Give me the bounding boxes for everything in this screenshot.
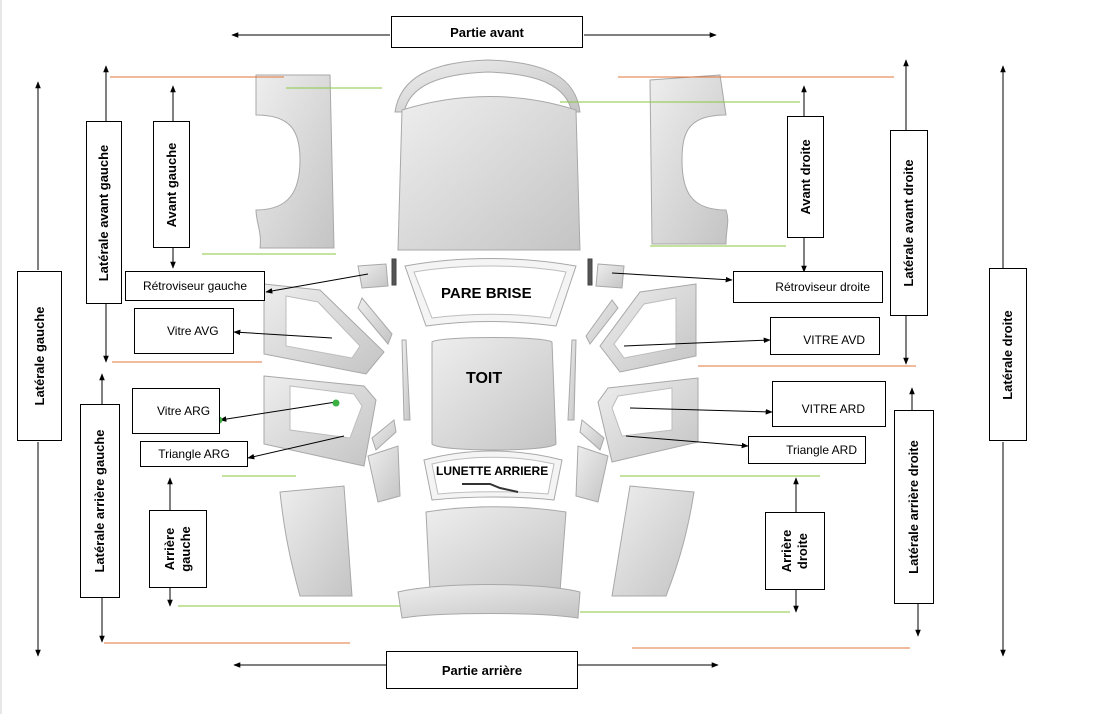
laterale-arriere-droite-box: Latérale arrière droite [894, 410, 934, 604]
car-panels [255, 59, 729, 619]
avant-droite-box: Avant droite [787, 116, 824, 238]
vitre-avd-box: VITRE AVD [770, 317, 880, 355]
arriere-droite-box: Arrière droite [765, 512, 825, 590]
rear-right-quarter-panel [611, 485, 695, 597]
laterale-avant-droite-label: Latérale avant droite [901, 159, 916, 287]
laterale-arriere-gauche-box: Latérale arrière gauche [80, 404, 120, 598]
right-mirror-panel [595, 263, 625, 289]
rear-left-quarter-panel [279, 485, 353, 597]
vitre-arg-box: Vitre ARG [132, 388, 220, 434]
arriere-gauche-box: Arrière gauche [149, 510, 207, 588]
vitre-ard-box: VITRE ARD [772, 381, 886, 427]
marker-dot [332, 399, 340, 407]
laterale-gauche-box: Latérale gauche [17, 271, 62, 441]
laterale-arriere-gauche-label: Latérale arrière gauche [92, 429, 107, 573]
arriere-gauche-line2: gauche [178, 526, 193, 572]
retroviseur-droite-box: Rétroviseur droite [733, 271, 883, 303]
roof-panel [431, 337, 557, 451]
lunette-arriere-label: LUNETTE ARRIERE [436, 464, 549, 478]
rear-bumper-panel [397, 584, 581, 619]
arriere-droite-line2: droite [795, 532, 810, 570]
laterale-arriere-droite-label: Latérale arrière droite [906, 440, 921, 574]
avant-gauche-box: Avant gauche [153, 121, 190, 248]
vitre-avg-box: Vitre AVG [134, 308, 234, 354]
arriere-droite-label: Arrière droite [779, 530, 811, 573]
arriere-droite-line1: Arrière [779, 529, 794, 573]
toit-label: TOIT [466, 370, 503, 387]
orange-guide-lines [104, 76, 916, 649]
triangle-ard-box: Triangle ARD [748, 436, 866, 464]
avant-droite-label: Avant droite [797, 139, 813, 215]
front-bumper-panel [394, 59, 581, 113]
green-guide-lines [178, 87, 820, 613]
front-left-fender-panel [255, 74, 335, 249]
laterale-droite-box: Latérale droite [989, 268, 1027, 441]
partie-avant-box: Partie avant [391, 16, 583, 48]
trunk-panel [425, 506, 567, 593]
laterale-avant-gauche-label: Latérale avant gauche [96, 144, 111, 281]
laterale-gauche-label: Latérale gauche [31, 306, 47, 406]
arrows [35, 32, 1006, 668]
triangle-arg-box: Triangle ARG [140, 441, 248, 467]
laterale-droite-label: Latérale droite [1000, 309, 1015, 400]
retroviseur-gauche-box: Rétroviseur gauche [125, 271, 265, 301]
laterale-avant-gauche-box: Latérale avant gauche [86, 121, 122, 304]
arriere-gauche-label: Arrière gauche [162, 526, 194, 572]
left-mirror-panel [357, 263, 389, 289]
front-right-fender-panel [649, 74, 729, 245]
arriere-gauche-line1: Arrière [162, 527, 177, 571]
partie-arriere-box: Partie arrière [386, 651, 578, 689]
avant-gauche-label: Avant gauche [163, 142, 179, 227]
laterale-avant-droite-box: Latérale avant droite [890, 130, 928, 316]
hood-panel [397, 96, 581, 251]
pare-brise-label: PARE BRISE [441, 285, 532, 302]
